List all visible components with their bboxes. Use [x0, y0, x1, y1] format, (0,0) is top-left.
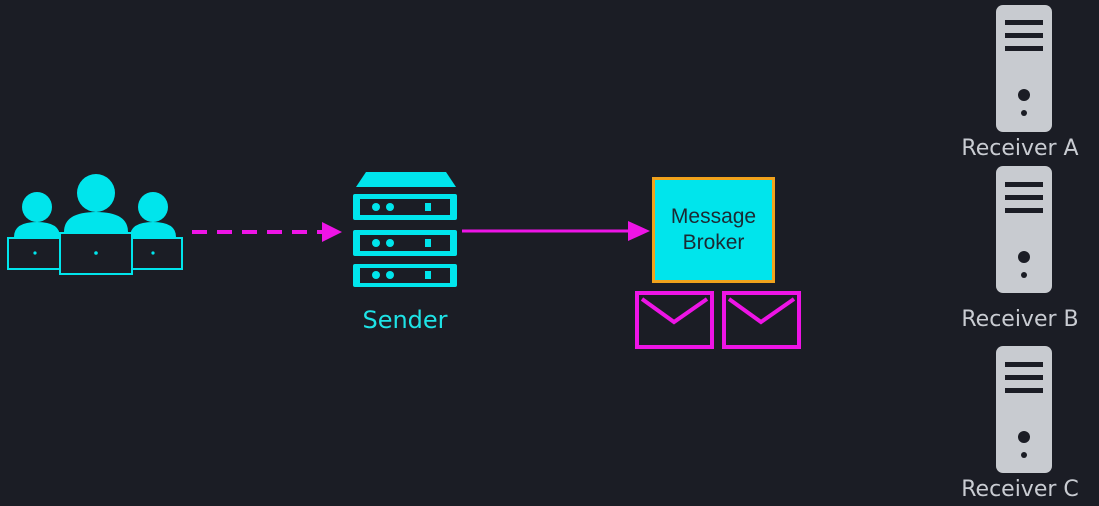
receiver-server-icon	[996, 166, 1052, 293]
request-dashed-arrow	[192, 222, 342, 242]
broker-label-line2: Broker	[682, 231, 745, 254]
publish-arrow	[462, 221, 650, 241]
receiver-server-icon	[996, 346, 1052, 473]
receiver-a-label: Receiver A	[961, 136, 1079, 161]
envelope-icon	[635, 291, 714, 349]
receiver-c-label: Receiver C	[961, 477, 1079, 502]
receiver-server-icon	[996, 5, 1052, 132]
broker-label-line1: Message	[670, 205, 757, 228]
receiver-b-label: Receiver B	[961, 307, 1079, 332]
sender-label: Sender	[362, 306, 448, 334]
sender-server-icon	[353, 172, 457, 287]
users-laptops-icon	[7, 174, 183, 275]
message-broker: Message Broker	[652, 177, 775, 283]
envelope-icon	[722, 291, 801, 349]
